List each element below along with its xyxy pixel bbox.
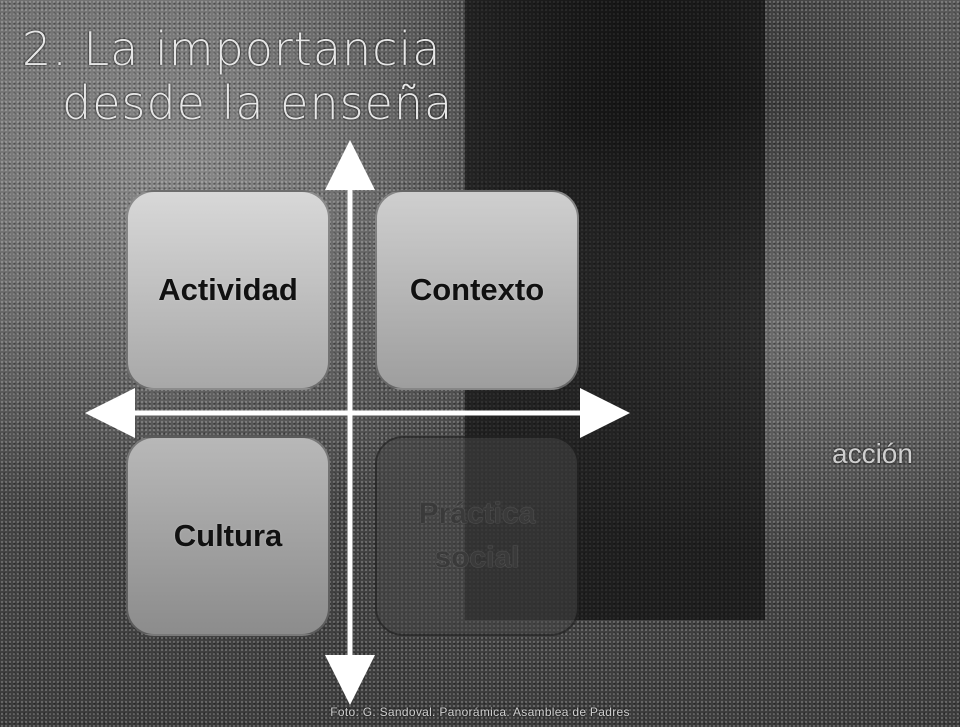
quadrant-label-actividad: Actividad bbox=[158, 272, 298, 307]
photo-caption: Foto: G. Sandoval. Panorámica. Asamblea … bbox=[330, 705, 630, 719]
quadrant-actividad: Actividad bbox=[126, 190, 330, 390]
side-text-accion: acción bbox=[832, 438, 913, 469]
slide-title: 2. La importancia desde la enseña bbox=[22, 22, 922, 130]
quadrant-label-contexto: Contexto bbox=[409, 272, 545, 307]
quadrant-label-practica: Práctica bbox=[418, 497, 536, 530]
quadrant-label-cultura: Cultura bbox=[173, 518, 283, 553]
quadrant-contexto: Contexto bbox=[375, 190, 579, 390]
quadrant-practica-social: Práctica social bbox=[375, 436, 579, 636]
title-line-2: desde la enseña bbox=[62, 76, 454, 130]
title-line-1: 2. La importancia bbox=[22, 22, 442, 76]
quadrant-cultura: Cultura bbox=[126, 436, 330, 636]
quadrant-label-social: social bbox=[434, 541, 520, 574]
